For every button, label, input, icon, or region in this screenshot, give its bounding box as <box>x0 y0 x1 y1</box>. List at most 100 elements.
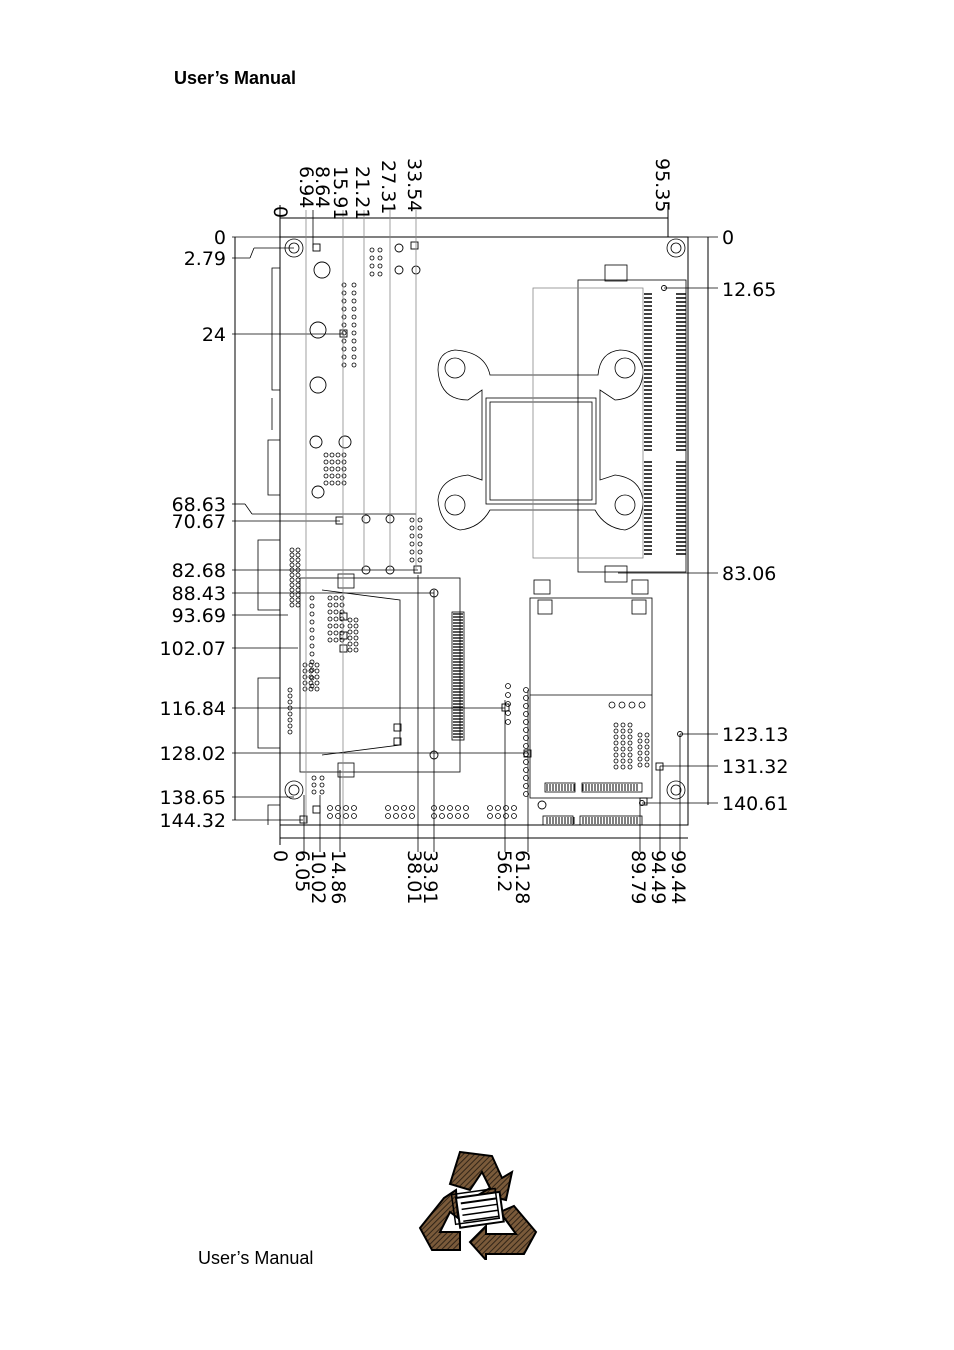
pad <box>353 635 359 641</box>
bottom-dim-label: 89.79 <box>627 850 649 904</box>
pad <box>618 701 626 709</box>
pad <box>409 549 415 555</box>
pad <box>341 452 347 458</box>
pad <box>341 362 347 368</box>
pad <box>295 552 301 558</box>
pad <box>347 623 353 629</box>
bottom-dim-label: 94.49 <box>647 850 669 904</box>
pad <box>323 466 329 472</box>
left-dim-label: 102.07 <box>160 638 226 660</box>
pad <box>608 701 616 709</box>
pad <box>309 643 315 649</box>
pad <box>463 813 469 819</box>
pad <box>311 782 317 788</box>
pad <box>333 609 339 615</box>
pad <box>501 703 510 712</box>
pad <box>327 637 333 643</box>
pad <box>353 623 359 629</box>
pad <box>323 459 329 465</box>
pad <box>394 265 404 275</box>
pad <box>312 805 321 814</box>
pad <box>377 255 383 261</box>
pad <box>309 667 315 673</box>
pad <box>327 813 333 819</box>
left-dim-label: 0 <box>214 227 226 249</box>
pad <box>314 686 320 692</box>
pad <box>347 641 353 647</box>
pad <box>385 813 391 819</box>
left-dim-label: 82.68 <box>172 560 226 582</box>
pad <box>637 750 643 756</box>
bottom-dimension-line <box>279 825 688 845</box>
pad <box>343 805 349 811</box>
pad <box>638 701 646 709</box>
pad <box>447 805 453 811</box>
top-dimension-line <box>279 205 669 237</box>
pad <box>463 805 469 811</box>
pad <box>505 683 511 689</box>
pad <box>339 602 345 608</box>
pad <box>351 290 357 296</box>
pad <box>620 758 626 764</box>
pad <box>289 602 295 608</box>
right-dim-label: 0 <box>722 227 734 249</box>
pad <box>339 329 348 338</box>
pad <box>335 516 344 525</box>
bottom-leader-lines <box>303 575 681 852</box>
pad <box>339 612 348 621</box>
pad <box>353 617 359 623</box>
left-dim-label: 128.02 <box>160 743 226 765</box>
pad <box>627 740 633 746</box>
pad <box>319 775 325 781</box>
right-dim-label: 131.32 <box>722 756 788 778</box>
pad <box>409 517 415 523</box>
pad <box>637 738 643 744</box>
pad <box>341 354 347 360</box>
left-dim-label: 88.43 <box>172 583 226 605</box>
pad <box>410 241 419 250</box>
pad <box>312 243 321 252</box>
pad <box>627 722 633 728</box>
left-dim-label: 116.84 <box>160 698 226 720</box>
pad <box>339 595 345 601</box>
pad <box>289 547 295 553</box>
pad <box>655 762 664 771</box>
pad <box>401 813 407 819</box>
pad <box>523 783 529 789</box>
pad <box>308 686 314 692</box>
pad <box>351 354 357 360</box>
pad <box>339 631 348 640</box>
pad <box>341 466 347 472</box>
pad <box>333 616 339 622</box>
bottom-connectors <box>542 782 643 826</box>
pad <box>613 740 619 746</box>
top-dim-label: 33.54 <box>403 158 425 212</box>
pad <box>289 587 295 593</box>
right-dim-label: 123.13 <box>722 724 788 746</box>
pad <box>287 729 293 735</box>
pad <box>327 630 333 636</box>
pad <box>309 635 315 641</box>
pad <box>351 813 357 819</box>
pad <box>523 695 529 701</box>
pad <box>620 722 626 728</box>
pad <box>644 756 650 762</box>
page-footer-title: User’s Manual <box>198 1248 314 1268</box>
pad <box>455 813 461 819</box>
pad <box>523 791 529 797</box>
pad <box>353 647 359 653</box>
pad <box>409 813 415 819</box>
bottom-dim-label: 10.02 <box>307 850 329 904</box>
right-leader-lines <box>618 236 718 804</box>
pad <box>302 662 308 668</box>
pad <box>295 602 301 608</box>
pad <box>309 619 315 625</box>
pad <box>637 756 643 762</box>
pad <box>295 582 301 588</box>
pad <box>333 595 339 601</box>
top-dim-label: 0 <box>269 206 291 218</box>
pad <box>409 541 415 547</box>
pad <box>523 727 529 733</box>
pad <box>505 692 511 698</box>
pad <box>620 764 626 770</box>
